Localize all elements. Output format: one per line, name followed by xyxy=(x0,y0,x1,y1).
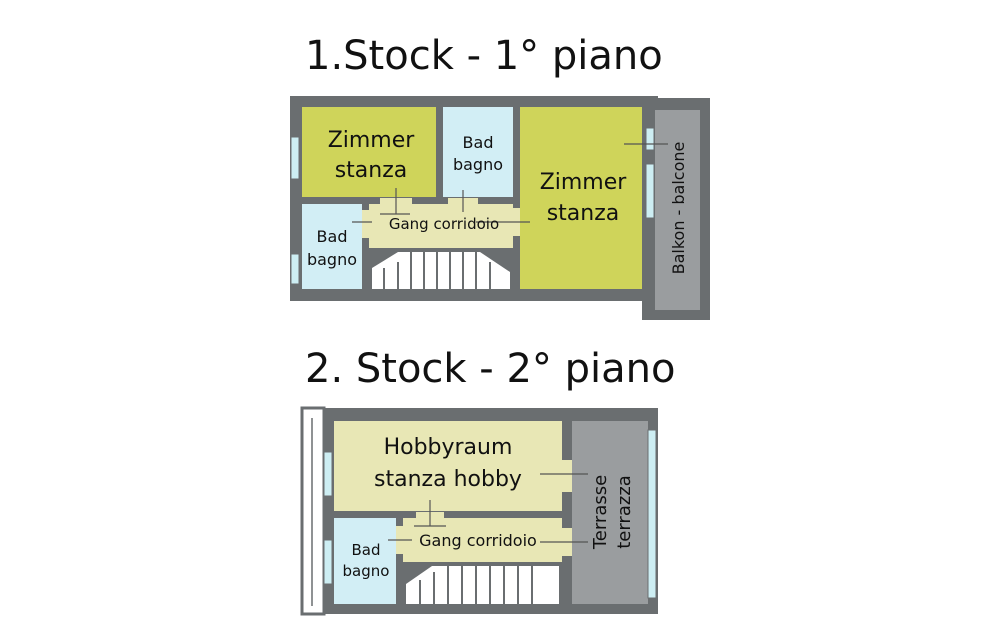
balkon-label: Balkon - balcone xyxy=(669,142,688,275)
bad-top-label-line2: bagno xyxy=(453,155,503,174)
zimmer-left-label-line2: stanza xyxy=(335,158,408,183)
staircase-floor1 xyxy=(369,248,513,289)
door-leaders-floor2 xyxy=(388,473,588,543)
bad-floor2 xyxy=(334,518,396,604)
zimmer-right-label-line2: stanza xyxy=(547,201,620,226)
bad-left xyxy=(302,204,362,289)
gang-corridor xyxy=(369,204,513,248)
bad-top xyxy=(443,107,513,197)
zimmer-left-label-line1: Zimmer xyxy=(328,128,416,153)
hobby-label-line1: Hobbyraum xyxy=(384,435,513,460)
windows-floor2 xyxy=(323,429,657,599)
zimmer-left xyxy=(302,107,436,197)
hobby-label-line2: stanza hobby xyxy=(374,467,522,492)
door-leaders-floor1 xyxy=(352,143,668,223)
bad-floor2-label-line1: Bad xyxy=(351,541,380,559)
bad-left-label-line2: bagno xyxy=(307,250,357,269)
bad-left-label-line1: Bad xyxy=(317,227,348,246)
gang-floor2-label: Gang corridoio xyxy=(419,531,537,550)
gang-label: Gang corridoio xyxy=(389,215,499,233)
windows-floor1 xyxy=(290,127,655,285)
bad-floor2-label-line2: bagno xyxy=(343,562,390,580)
terrasse-label-line2: terrazza xyxy=(614,475,635,549)
floor1-plan: Zimmer stanza Bad bagno Zimmer stanza Ba… xyxy=(290,96,710,320)
floor2-left-frame xyxy=(300,406,326,616)
hobby-room xyxy=(334,421,562,511)
terrasse-floor xyxy=(572,421,648,604)
terrasse-label-line1: Terrasse xyxy=(590,475,611,550)
floor2-plan: Hobbyraum stanza hobby Terrasse terrazza… xyxy=(300,406,658,616)
zimmer-right xyxy=(520,107,642,289)
zimmer-right-label-line1: Zimmer xyxy=(540,170,628,195)
floor1-title: 1.Stock - 1° piano xyxy=(305,33,663,79)
floor2-title: 2. Stock - 2° piano xyxy=(305,346,676,392)
balkon-floor xyxy=(655,110,700,310)
staircase-floor2 xyxy=(403,562,562,604)
bad-top-label-line1: Bad xyxy=(463,133,494,152)
